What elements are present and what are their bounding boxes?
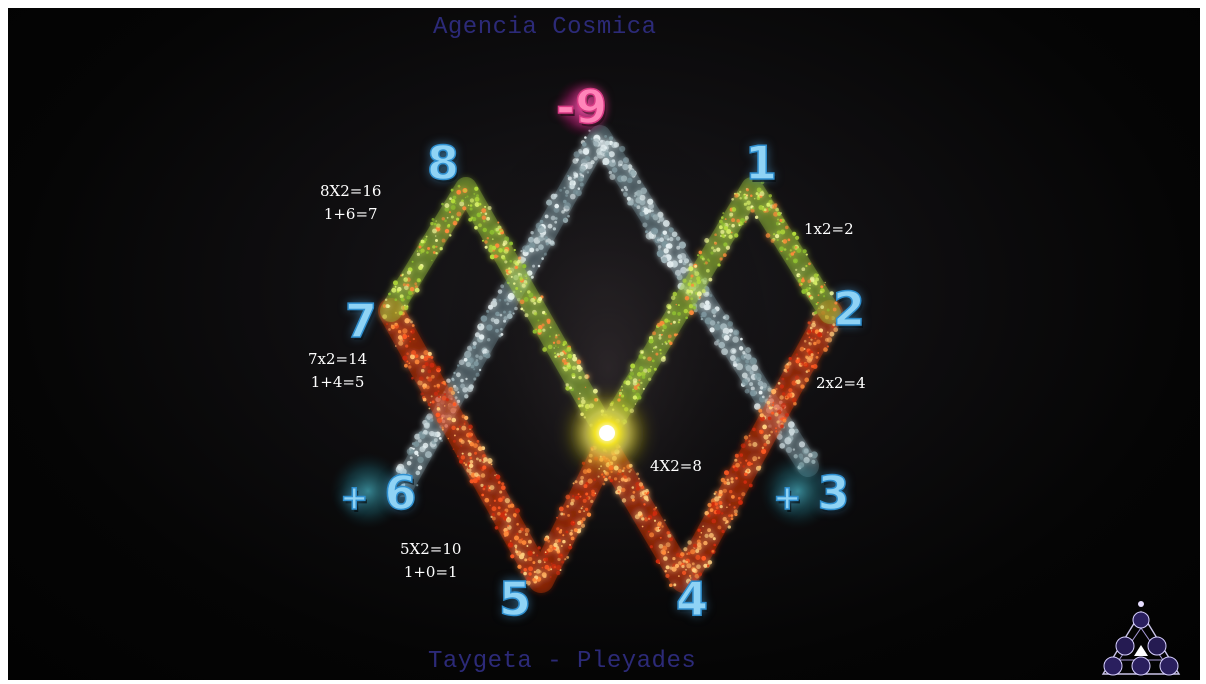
digit-plus-six: + 6 [339, 469, 417, 518]
grey-3-6-9-path [392, 125, 819, 497]
digit-six: 6 [384, 466, 418, 520]
minus-nine-glow [553, 78, 613, 138]
digit-one: 1 [744, 136, 778, 190]
calc-eight: 8X2=16 1+6=7 [320, 180, 381, 226]
calc-two: 2x2=4 [816, 372, 866, 395]
footer-subtitle: Taygeta - Pleyades [428, 648, 697, 675]
calc-seven-line1: 7x2=14 [308, 350, 368, 368]
calc-seven-line2: 1+4=5 [310, 373, 365, 391]
calc-one: 1x2=2 [804, 218, 854, 241]
center-star-core [599, 425, 615, 441]
digit-seven: 7 [344, 294, 378, 348]
diagram-frame: Agencia Cosmica Taygeta - Pleyades -9 8 … [8, 8, 1200, 680]
plus-three-glow [760, 453, 836, 529]
calc-five-line1: 5X2=10 [400, 540, 462, 558]
triangle-mandala-logo [1101, 601, 1181, 676]
face-silhouette [438, 108, 778, 628]
calc-five-line2: 1+0=1 [403, 563, 458, 581]
digit-five: 5 [498, 572, 532, 626]
digit-four: 4 [675, 572, 709, 626]
minus-sign: - [555, 80, 576, 134]
digit-nine: 9 [574, 80, 608, 134]
calc-seven: 7x2=14 1+4=5 [308, 348, 367, 394]
digit-three: 3 [817, 466, 851, 520]
digit-two: 2 [832, 282, 866, 336]
calc-eight-line2: 1+6=7 [323, 205, 378, 223]
calc-two-line1: 2x2=4 [816, 374, 866, 392]
plus-six-glow [330, 453, 406, 529]
header-title: Agencia Cosmica [433, 14, 657, 41]
digit-minus-nine: -9 [555, 83, 608, 131]
calc-four-line1: 4X2=8 [650, 457, 702, 475]
calc-four: 4X2=8 [650, 455, 702, 478]
calc-one-line1: 1x2=2 [804, 220, 854, 238]
vortex-diagram [330, 78, 1181, 676]
calc-five: 5X2=10 1+0=1 [400, 538, 461, 584]
calc-eight-line1: 8X2=16 [320, 182, 382, 200]
digit-plus-three: + 3 [772, 469, 850, 518]
plus-sign-six: + [339, 478, 369, 518]
digit-eight: 8 [426, 136, 460, 190]
plus-sign-three: + [772, 478, 802, 518]
